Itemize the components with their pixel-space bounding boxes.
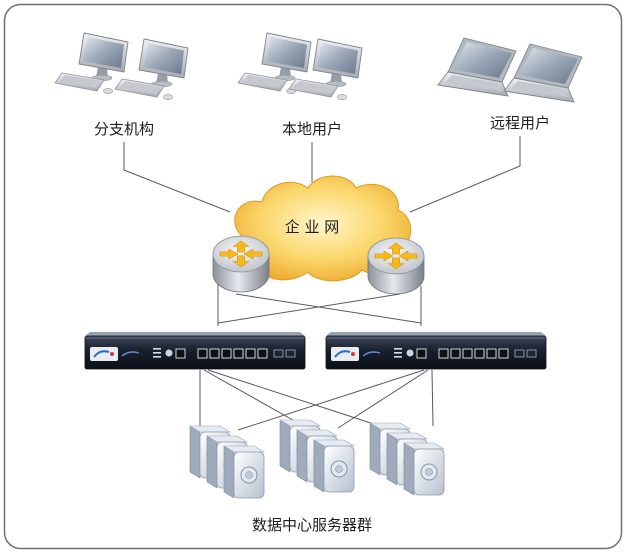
server-icon [223, 445, 265, 499]
connection-line [207, 369, 387, 429]
connection-line [235, 293, 422, 324]
data-center-label: 数据中心服务器群 [252, 516, 372, 534]
connection-line [337, 369, 429, 429]
group-label-branch: 分支机构 [94, 120, 154, 138]
connection-line [409, 136, 521, 213]
connection-line [431, 369, 434, 427]
router-icon [212, 235, 270, 293]
connection-line [217, 293, 401, 324]
user-group-local: 本地用户 [237, 32, 363, 138]
connection-line [123, 142, 231, 213]
connection-line [237, 369, 425, 431]
server-icon [403, 442, 445, 496]
group-label-local: 本地用户 [282, 120, 342, 138]
network-appliance-icon [325, 331, 547, 370]
cloud-label: 企 业 网 [285, 218, 340, 236]
group-label-remote: 远程用户 [490, 114, 550, 132]
enterprise-network-cloud [233, 175, 412, 282]
server-icon [313, 439, 355, 493]
network-appliance-icon [84, 331, 306, 370]
user-group-branch: 分支机构 [54, 32, 189, 138]
router-icon [367, 237, 425, 295]
user-group-remote: 远程用户 [437, 37, 583, 132]
